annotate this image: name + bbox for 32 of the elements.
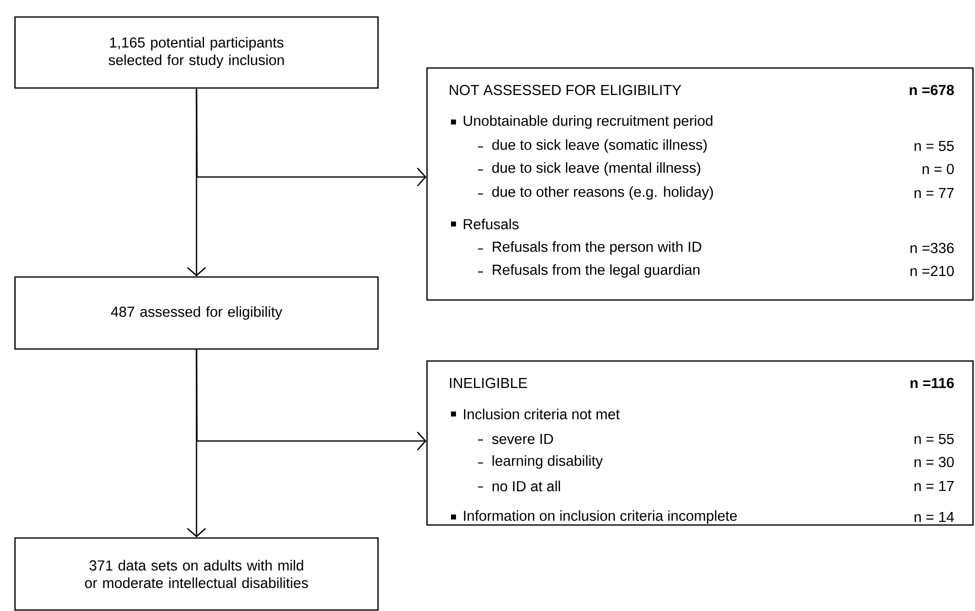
count: n = 17: [914, 481, 954, 491]
list-item: Refusals from the legal guardian: [492, 264, 700, 278]
count: n = 0: [922, 164, 954, 174]
list-item: Unobtainable during recruitment period: [464, 115, 712, 129]
process-box: 487 assessed for eligibility: [14, 276, 379, 350]
count: n =210: [910, 266, 954, 276]
heading: INELIGIBLE: [450, 378, 528, 388]
list-item: Refusals: [464, 218, 519, 230]
count: n =336: [910, 242, 954, 254]
count: n =116: [910, 378, 954, 388]
list-item: due to sick leave (somatic illness): [492, 139, 707, 153]
list-item: Inclusion criteria not met: [464, 408, 620, 420]
arrow: [196, 350, 426, 450]
list-item: Refusals from the person with ID: [492, 241, 702, 255]
list-item: due to other reasons (e.g. holiday): [492, 186, 713, 200]
list-box: [426, 360, 974, 526]
list-item: no ID at all: [492, 480, 560, 492]
count: n = 55: [914, 140, 954, 152]
count: n = 30: [914, 456, 954, 468]
list-item: Information on inclusion criteria incomplete: [464, 510, 737, 524]
count: n =678: [910, 84, 954, 96]
list-box: [426, 67, 974, 301]
count: n = 55: [914, 434, 954, 444]
process-box: 1,165 potential participants selected for study inclusion: [14, 16, 379, 89]
list-item: learning disability: [492, 455, 603, 469]
arrow: [196, 88, 426, 186]
heading: NOT ASSESSED FOR ELIGIBILITY: [450, 84, 682, 96]
process-box: 371 data sets on adults with mild or moderate intellectual disabilities: [14, 537, 379, 611]
count: n = 77: [914, 188, 954, 198]
list-item: severe ID: [492, 434, 553, 444]
count: n = 14: [914, 512, 954, 522]
list-item: due to sick leave (mental illness): [492, 162, 700, 176]
